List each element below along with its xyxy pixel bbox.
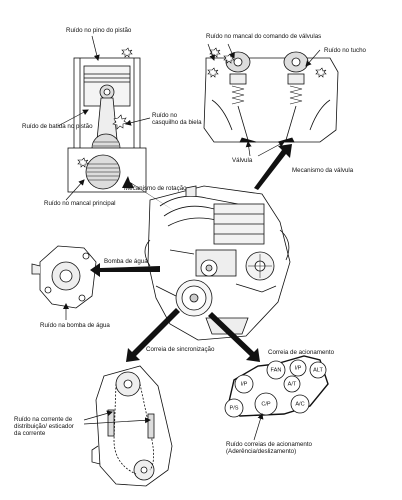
water-pump-illustration — [31, 245, 97, 309]
pulley-fan-label: FAN — [271, 367, 282, 373]
leader-chain-2 — [83, 417, 151, 425]
label-piston-pin-noise: Ruído no pino do pistão — [66, 27, 132, 34]
valve-mechanism-illustration — [203, 47, 339, 143]
label-drive-belt-noise: Ruído correias de acionamento (Aderência… — [226, 441, 312, 455]
pulley-at — [283, 375, 301, 393]
label-water-pump: Bomba de água — [104, 258, 148, 265]
engine-illustration — [144, 185, 291, 341]
label-tappet-noise: Ruído no tucho — [324, 47, 366, 54]
label-valve-mechanism: Mecanismo da válvula — [292, 167, 354, 174]
pulley-ip-label: I/P — [295, 365, 302, 371]
piston-crank-illustration — [67, 47, 147, 193]
label-water-pump-noise: Ruído na bomba de água — [40, 322, 110, 329]
label-drive-belt: Correia de acionamento — [268, 349, 335, 356]
callout-arrow-valve — [254, 144, 292, 190]
pulley-alt — [309, 361, 327, 379]
leader-camshaft-bearing — [207, 43, 216, 61]
leader-rod-bearing — [125, 117, 151, 126]
leader-chain-1 — [83, 410, 113, 421]
pulley-fan — [266, 360, 286, 380]
pulley-ip — [289, 359, 307, 377]
timing-chain-illustration — [91, 365, 173, 487]
leader-piston-pin — [91, 35, 100, 61]
leader-piston-slap — [57, 109, 89, 127]
leader-drive-belt-noise — [253, 413, 264, 441]
callout-arrow-rotation — [122, 176, 176, 212]
callout-arrows — [90, 144, 292, 362]
label-valve: Válvula — [232, 157, 253, 164]
label-rotation-mechanism: Mecanismo de rotação — [124, 185, 187, 192]
pulley-ip2 — [234, 374, 254, 394]
pulley-cp-label: C/P — [261, 401, 271, 407]
leader-camshaft-bearing-2 — [227, 43, 235, 59]
pulley-alt-label: ALT — [313, 367, 323, 373]
pulley-ps-label: P/S — [229, 405, 238, 411]
pulley-cp — [254, 392, 278, 416]
callout-arrow-water-pump — [90, 263, 160, 277]
label-main-bearing-noise: Ruído no mancal principal — [44, 200, 116, 207]
leader-main-bearing — [65, 179, 85, 201]
pulley-at-label: A/T — [288, 381, 297, 387]
leader-valve-right — [257, 141, 285, 157]
label-rod-bearing-noise: Ruído no casquilho da biela — [152, 112, 202, 126]
leader-valve-left — [245, 141, 252, 157]
callout-arrow-drive-belt — [208, 312, 260, 362]
leader-tappet — [305, 49, 321, 67]
label-timing-chain: Correia de sincronização — [146, 346, 215, 353]
callout-arrow-timing — [126, 308, 180, 362]
pulley-ac-label: A/C — [295, 401, 304, 407]
pulley-ps — [224, 398, 244, 418]
drive-belt-diagram: FAN I/P ALT A/T I/P P/S C/P A/C — [224, 355, 329, 418]
label-chain-tensioner-noise: Ruído na corrente de distribuição/ estic… — [14, 416, 74, 437]
pulley-ac — [290, 394, 310, 414]
label-camshaft-bearing-noise: Ruído no mancal do comando de válvulas — [206, 33, 322, 40]
label-piston-slap-noise: Ruído de batida no pistão — [22, 123, 93, 130]
leader-arrows — [57, 35, 321, 441]
pulley-ip2-label: I/P — [241, 381, 248, 387]
